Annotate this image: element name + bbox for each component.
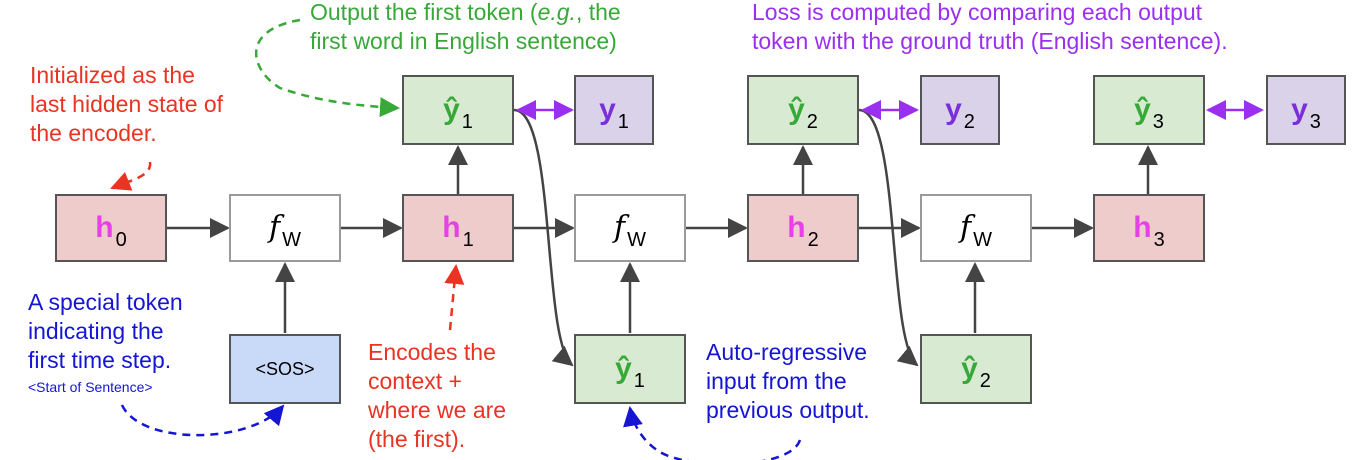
yhat2-input-subscript: 2: [979, 369, 991, 392]
yhat2-subscript: 2: [806, 110, 818, 133]
sos-label: <SOS>: [255, 358, 315, 379]
y1-symbol: y: [599, 93, 616, 126]
yhat1-subscript: 1: [461, 110, 473, 133]
pointer-output-first: [255, 18, 400, 118]
h0-subscript: 0: [115, 228, 127, 251]
arrow-feedback-yhat1: [513, 108, 574, 367]
annotation-initialized: Initialized as the last hidden state of …: [30, 62, 224, 146]
y3-subscript: 3: [1309, 110, 1321, 133]
annotation-start-of-sentence: <Start of Sentence>: [28, 379, 153, 395]
yhat1-input-symbol: ŷ: [615, 352, 632, 385]
annotation-special-token: A special token indicating the first tim…: [28, 289, 183, 373]
annotation-auto-regressive: Auto-regressive input from the previous …: [706, 339, 870, 423]
h2-subscript: 2: [807, 228, 819, 251]
output-first-line1-post: , the: [575, 0, 621, 25]
fw2-subscript: W: [627, 228, 646, 251]
h2-symbol: h: [787, 211, 806, 244]
input-sos: <SOS>: [229, 334, 341, 404]
fw3-subscript: W: [973, 228, 992, 251]
loss-line2: token with the ground truth (English sen…: [752, 28, 1228, 54]
yhat3-subscript: 3: [1152, 110, 1164, 133]
fw1-symbol: f: [269, 210, 281, 245]
y1-subscript: 1: [617, 110, 629, 133]
h3-symbol: h: [1133, 211, 1152, 244]
annotation-encodes-context: Encodes the context + where we are (the …: [368, 339, 507, 452]
yhat2-symbol: ŷ: [788, 93, 805, 126]
fw1-subscript: W: [282, 228, 301, 251]
output-first-line2: first word in English sentence): [310, 28, 617, 54]
h0-symbol: h: [95, 211, 114, 244]
pointer-autoregressive: [623, 406, 802, 460]
h3-subscript: 3: [1153, 228, 1165, 251]
fw3-symbol: f: [960, 210, 972, 245]
arrow-feedback-yhat2: [858, 108, 919, 367]
y2-subscript: 2: [963, 110, 975, 133]
annotation-loss: Loss is computed by comparing each outpu…: [752, 0, 1228, 56]
yhat1-input-subscript: 1: [633, 369, 645, 392]
yhat2-input-symbol: ŷ: [961, 352, 978, 385]
fw2-symbol: f: [614, 210, 626, 245]
h1-symbol: h: [442, 211, 461, 244]
loss-line1: Loss is computed by comparing each outpu…: [752, 0, 1203, 25]
output-first-line1-pre: Output the first token (: [310, 0, 538, 25]
h1-subscript: 1: [462, 228, 474, 251]
annotation-output-first-token: Output the first token (e.g., the first …: [310, 0, 621, 56]
pointer-encodes: [444, 264, 465, 331]
y2-symbol: y: [945, 93, 962, 126]
pointer-sos: [120, 404, 285, 437]
pointer-initialized: [110, 161, 152, 191]
output-first-line1-italic: e.g.: [537, 0, 576, 25]
yhat3-symbol: ŷ: [1134, 93, 1151, 126]
y3-symbol: y: [1291, 93, 1308, 126]
yhat1-symbol: ŷ: [443, 93, 460, 126]
